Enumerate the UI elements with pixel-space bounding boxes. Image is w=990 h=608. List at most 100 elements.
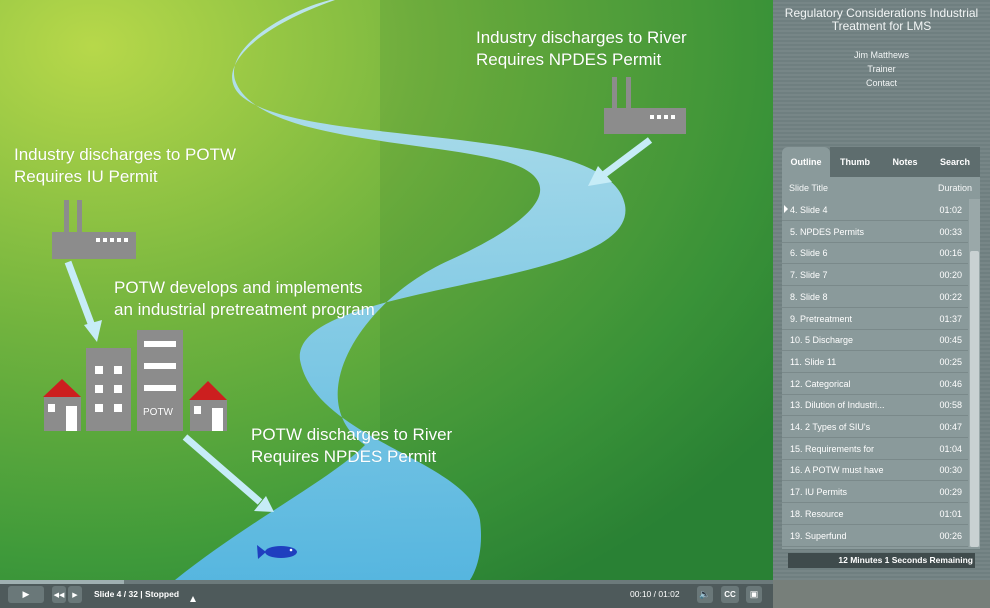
outline-row-duration: 01:37 <box>939 313 962 324</box>
outline-row-duration: 00:20 <box>939 270 962 281</box>
caption-line: an industrial pretreatment program <box>114 300 375 319</box>
slide-graphic <box>0 0 773 580</box>
scrollbar-thumb[interactable] <box>970 251 979 547</box>
factory-river-icon <box>604 77 686 134</box>
outline-row-title: 5. NPDES Permits <box>790 226 865 237</box>
outline-header: Slide Title Duration <box>782 177 980 199</box>
caption-line: Industry discharges to River <box>476 28 687 47</box>
progress-fill <box>0 580 124 584</box>
skip-forward-icon: ▶ <box>72 592 78 599</box>
outline-row-title: 14. 2 Types of SIU's <box>790 422 871 432</box>
outline-row-title: 16. A POTW must have <box>790 465 884 476</box>
outline-panel: Slide Title Duration 4. Slide 4 01:02 5. N… <box>782 177 980 549</box>
previous-button[interactable]: ◀◀ <box>52 586 66 603</box>
presenter-role: Trainer <box>867 64 896 74</box>
outline-row-title: 12. Categorical <box>790 378 851 389</box>
outline-row-title: 13. Dilution of Industri... <box>790 400 885 411</box>
outline-row-title: 7. Slide 7 <box>790 270 828 281</box>
outline-row-duration: 01:01 <box>939 508 962 519</box>
time-display: 00:10 / 01:02 <box>630 589 680 599</box>
course-title: Regulatory Considerations Industrial Tre… <box>784 6 979 33</box>
column-duration: Duration <box>937 183 972 193</box>
outline-row-title: 10. 5 Discharge <box>790 335 854 346</box>
fullscreen-icon: ▣ <box>749 589 759 599</box>
outline-row[interactable]: 16. A POTW must have 00:30 <box>782 459 968 482</box>
outline-row[interactable]: 15. Requirements for 01:04 <box>782 438 968 460</box>
outline-row-title: 4. Slide 4 <box>790 205 828 215</box>
tab-outline[interactable]: Outline <box>782 147 830 177</box>
caption-line: Industry discharges to POTW <box>14 145 237 164</box>
next-button[interactable]: ▶ <box>68 586 82 603</box>
outline-row-title: 6. Slide 6 <box>790 248 828 259</box>
outline-row-duration: 00:30 <box>939 465 962 476</box>
outline-row-duration: 00:45 <box>939 335 962 346</box>
caption-industry-to-potw: Industry discharges to POTW Requires IU … <box>14 144 236 188</box>
potw-label: POTW <box>143 407 173 418</box>
fish-icon <box>257 545 297 559</box>
caption-potw-program: POTW develops and implements an industri… <box>114 277 375 321</box>
caption-line: POTW develops and implements <box>114 278 363 297</box>
outline-row-duration: 01:02 <box>939 205 962 215</box>
play-button[interactable]: ▶ <box>8 586 44 603</box>
caption-line: Requires NPDES Permit <box>476 50 662 69</box>
play-icon: ▶ <box>22 589 30 599</box>
sidebar-tabs: Outline Thumb Notes Search <box>782 147 980 177</box>
outline-row-duration: 00:25 <box>939 356 962 367</box>
potw-buildings <box>43 330 227 431</box>
outline-row[interactable]: 7. Slide 7 00:20 <box>782 264 968 287</box>
cc-button[interactable]: CC <box>721 586 739 603</box>
outline-row-duration: 00:47 <box>939 422 962 432</box>
outline-row-title: 9. Pretreatment <box>790 313 853 324</box>
outline-row[interactable]: 18. Resource 01:01 <box>782 503 968 525</box>
caption-line: Requires IU Permit <box>14 167 158 186</box>
tab-notes[interactable]: Notes <box>880 147 930 177</box>
player-sidebar: Regulatory Considerations Industrial Tre… <box>773 0 990 580</box>
outline-row-duration: 00:33 <box>939 226 962 237</box>
outline-row-title: 18. Resource <box>790 508 844 519</box>
column-slide-title: Slide Title <box>789 183 829 193</box>
scrub-handle[interactable] <box>190 596 196 602</box>
fullscreen-button[interactable]: ▣ <box>746 586 762 603</box>
volume-button[interactable]: 🔈 <box>697 586 713 603</box>
corner-panel <box>773 580 990 608</box>
tab-thumb[interactable]: Thumb <box>830 147 880 177</box>
arrow-factory-to-potw <box>64 260 102 342</box>
outline-row[interactable]: 4. Slide 4 01:02 <box>782 199 968 221</box>
outline-row-duration: 00:16 <box>939 248 962 259</box>
progress-track[interactable] <box>0 580 773 584</box>
outline-row-title: 15. Requirements for <box>790 443 875 454</box>
caption-potw-to-river: POTW discharges to River Requires NPDES … <box>251 424 452 468</box>
outline-row-duration: 00:58 <box>939 400 962 411</box>
outline-row-duration: 00:22 <box>939 291 962 302</box>
river <box>175 0 626 580</box>
outline-row[interactable]: 9. Pretreatment 01:37 <box>782 308 968 330</box>
outline-row[interactable]: 14. 2 Types of SIU's 00:47 <box>782 416 968 438</box>
outline-row[interactable]: 19. Superfund 00:26 <box>782 525 968 547</box>
outline-row-duration: 01:04 <box>939 443 962 454</box>
outline-row-duration: 00:26 <box>939 530 962 541</box>
volume-icon: 🔈 <box>699 589 711 599</box>
arrow-factory-to-river <box>588 137 653 186</box>
tab-search[interactable]: Search <box>930 147 980 177</box>
player-controls: ▶ ◀◀ ▶ Slide 4 / 32 | Stopped 00:10 / 01… <box>0 580 773 608</box>
slide-canvas: Industry discharges to River Requires NP… <box>0 0 773 580</box>
outline-scrollbar[interactable] <box>969 199 980 547</box>
outline-row[interactable]: 10. 5 Discharge 00:45 <box>782 329 968 352</box>
presenter-name: Jim Matthews <box>853 50 909 60</box>
skip-back-icon: ◀◀ <box>53 592 65 599</box>
outline-row-title: 19. Superfund <box>790 530 847 541</box>
outline-list: 4. Slide 4 01:02 5. NPDES Permits 00:33 6. S… <box>782 199 968 547</box>
slide-status: Slide 4 / 32 | Stopped <box>94 589 180 599</box>
caption-line: Requires NPDES Permit <box>251 447 437 466</box>
current-slide-marker <box>784 205 788 213</box>
contact-link[interactable]: Contact <box>865 78 898 88</box>
outline-row[interactable]: 5. NPDES Permits 00:33 <box>782 221 968 243</box>
outline-row[interactable]: 13. Dilution of Industri... 00:58 <box>782 394 968 417</box>
caption-industry-to-river: Industry discharges to River Requires NP… <box>476 27 687 71</box>
time-remaining: 12 Minutes 1 Seconds Remaining <box>788 553 975 568</box>
outline-row[interactable]: 6. Slide 6 00:16 <box>782 242 968 265</box>
